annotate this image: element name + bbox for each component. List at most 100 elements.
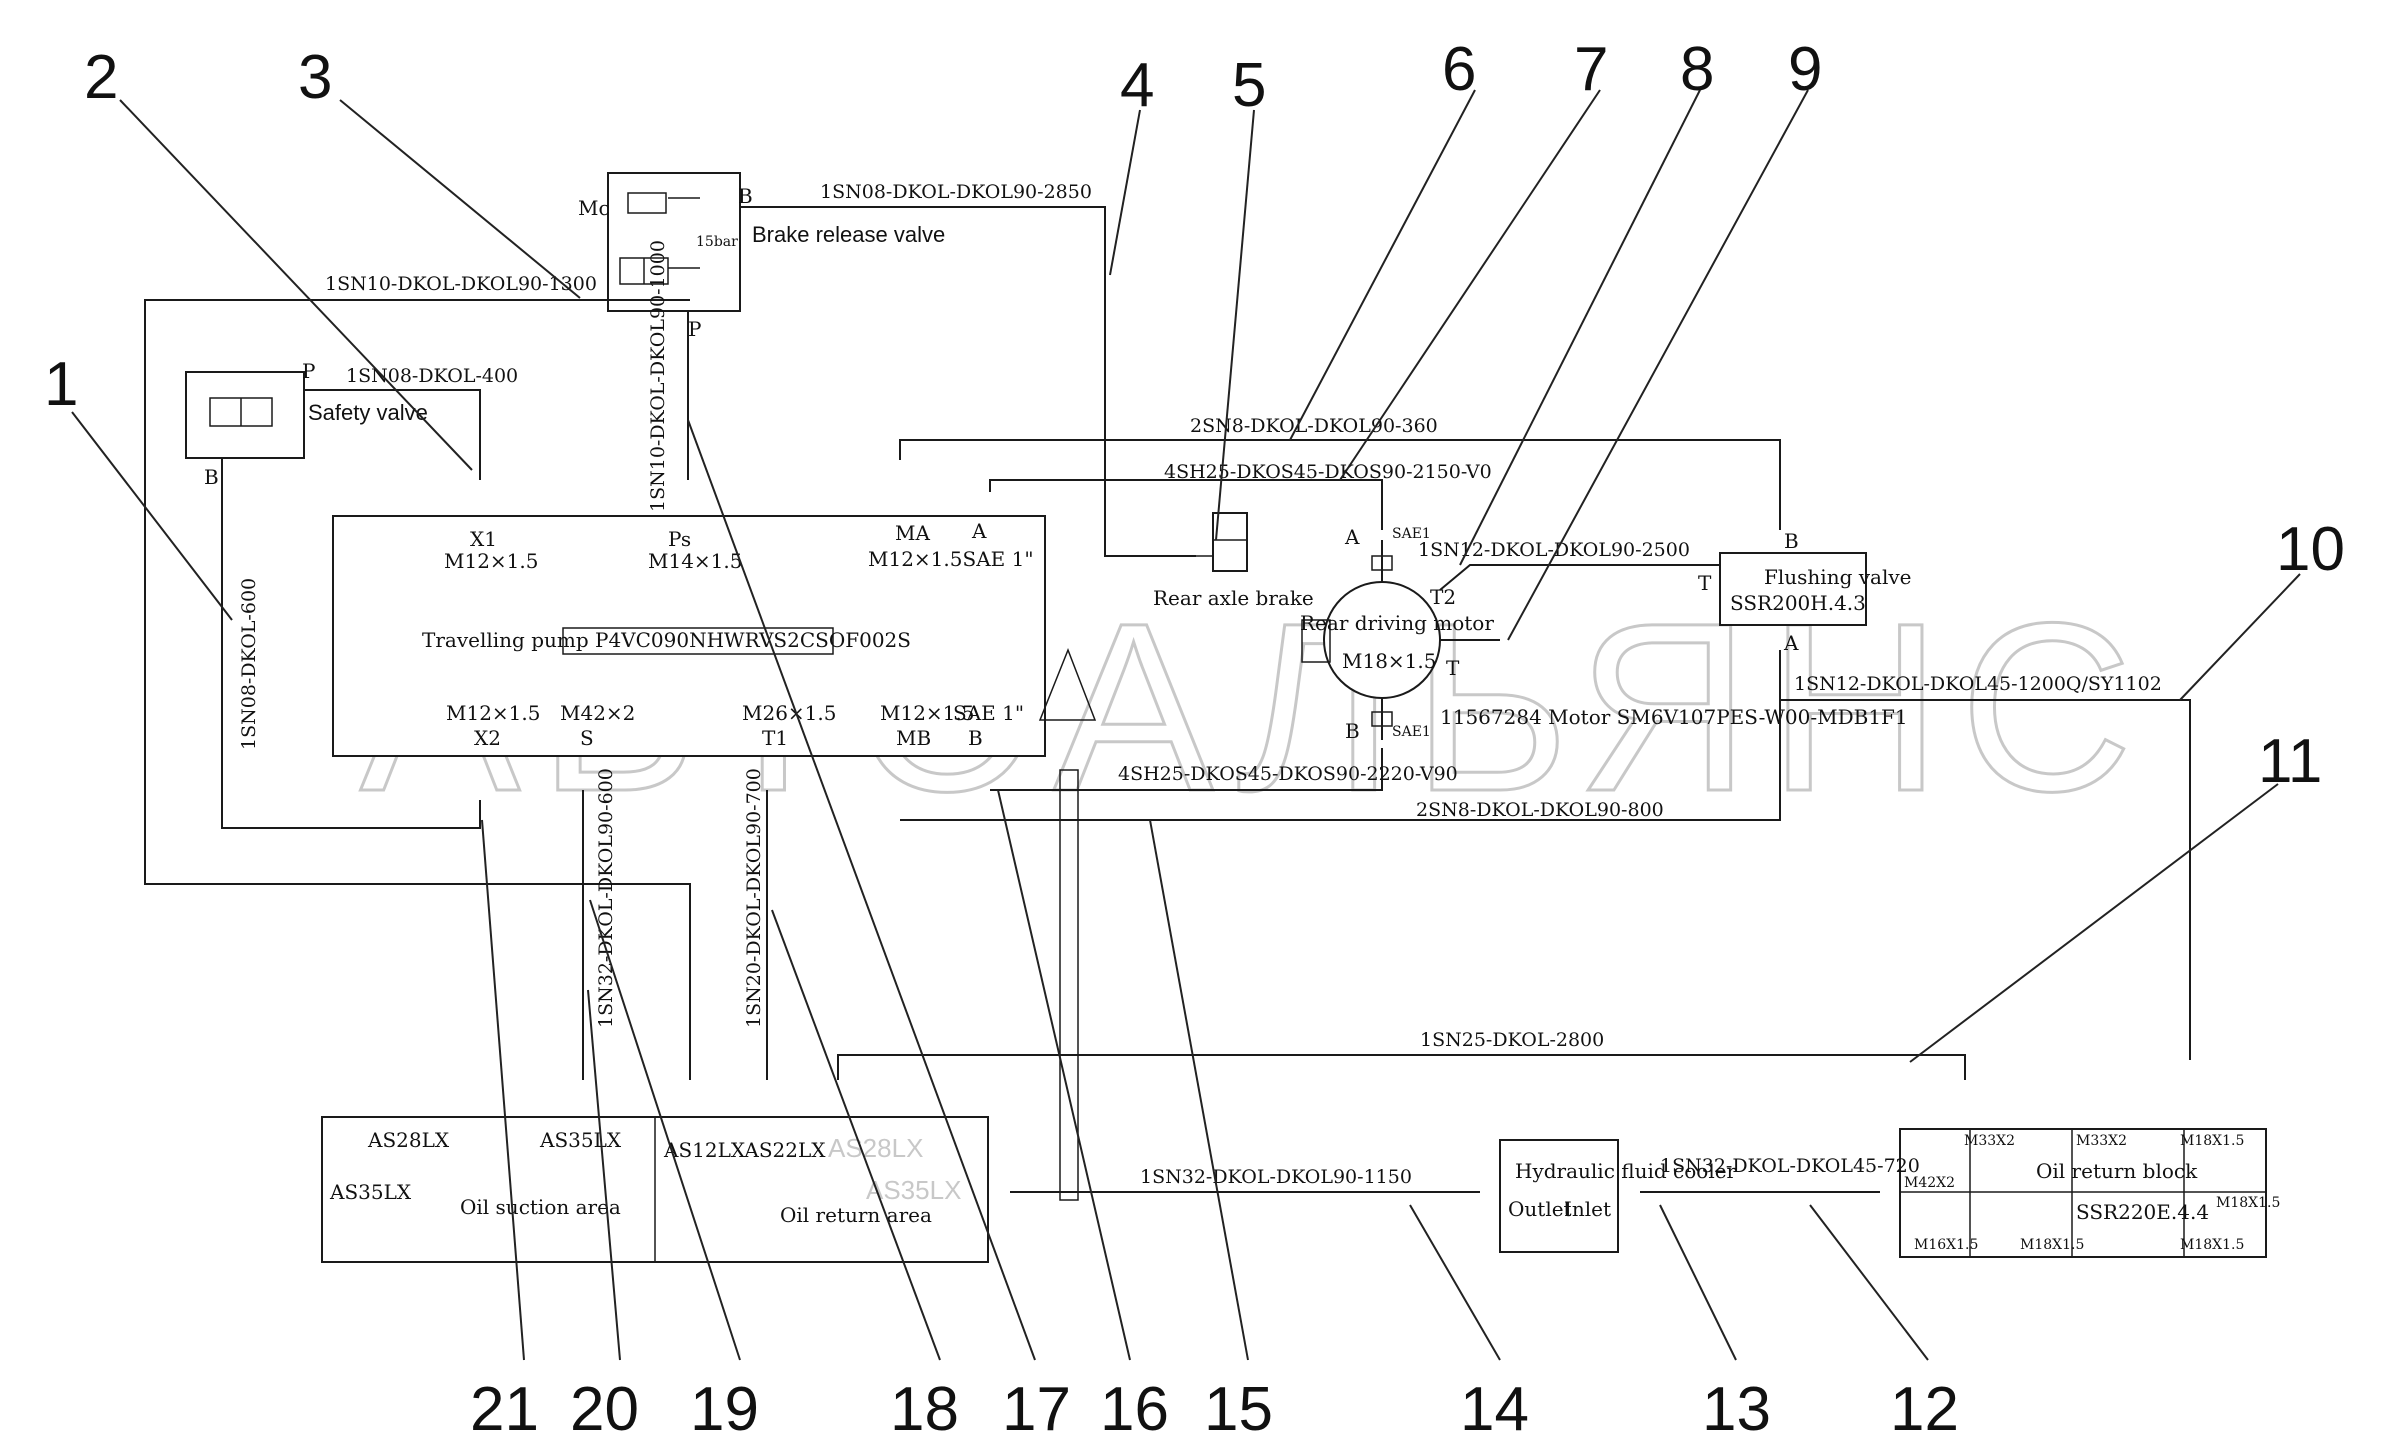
pump-port-mb-thread: M12×1.5 xyxy=(880,701,975,725)
pump-port-x1-thread: M12×1.5 xyxy=(444,549,539,573)
callout-leaders xyxy=(71,89,2301,1361)
callout-12: 12 xyxy=(1890,1375,1959,1441)
cooler-outlet: Outlet xyxy=(1508,1197,1572,1221)
hose-label-800: 2SN8-DKOL-DKOL90-800 xyxy=(1416,799,1664,821)
callout-9: 9 xyxy=(1788,35,1822,104)
tank-label-as35lx-side: AS35LX xyxy=(329,1180,412,1204)
return-block-port-7: M18X1.5 xyxy=(2020,1237,2084,1253)
callout-8: 8 xyxy=(1680,35,1714,104)
callout-11: 11 xyxy=(2258,727,2322,796)
safety-valve: P B Safety valve xyxy=(185,359,428,489)
oil-return-area: Oil return area xyxy=(780,1203,932,1227)
flushing-valve: Flushing valve SSR200H.4.3 T A B xyxy=(1698,529,1912,655)
motor-sae-top: SAE1 xyxy=(1392,526,1431,542)
return-block-port-6: M16X1.5 xyxy=(1914,1237,1978,1253)
tank-label-as35lx: AS35LX xyxy=(539,1128,622,1152)
return-block-model: SSR220E.4.4 xyxy=(2076,1200,2209,1224)
flushing-valve-model: SSR200H.4.3 xyxy=(1730,591,1866,615)
pump-port-ma-thread: M12×1.5SAE 1" xyxy=(868,547,1034,571)
callout-19: 19 xyxy=(690,1375,759,1441)
brake-valve-port-p: P xyxy=(688,317,701,341)
callout-16: 16 xyxy=(1100,1375,1169,1441)
flushing-valve-port-t: T xyxy=(1698,571,1712,595)
motor-port-t2: T2 xyxy=(1430,585,1456,609)
callout-20: 20 xyxy=(570,1375,639,1441)
callout-14: 14 xyxy=(1460,1375,1529,1441)
hose-label-2220: 4SH25-DKOS45-DKOS90-2220-V90 xyxy=(1118,763,1458,785)
tank-label-as28lx: AS28LX xyxy=(367,1128,450,1152)
hose-label-600-safety: 1SN08-DKOL-600 xyxy=(238,578,260,750)
hose-label-1000: 1SN10-DKOL-DKOL90-1000 xyxy=(647,240,669,512)
pump-port-x1: X1 xyxy=(470,527,497,551)
hose-label-2800: 1SN25-DKOL-2800 xyxy=(1420,1029,1604,1051)
pump-port-b: B xyxy=(968,726,983,750)
callout-21: 21 xyxy=(470,1375,539,1441)
hose-label-720: 1SN32-DKOL-DKOL45-720 xyxy=(1660,1155,1920,1177)
callout-1: 1 xyxy=(44,350,78,419)
return-block-port-1: M33X2 xyxy=(1964,1133,2015,1149)
hose-label-1150: 1SN32-DKOL-DKOL90-1150 xyxy=(1140,1166,1412,1188)
oil-return-block: Oil return block SSR220E.4.4 M33X2 M33X2… xyxy=(1899,1128,2280,1258)
pump-port-s: S xyxy=(580,726,594,750)
oil-tank: AS28LX AS35LX AS12LXAS22LX AS28LX AS35LX… xyxy=(321,1116,989,1263)
pump-port-t1-thread: M26×1.5 xyxy=(742,701,837,725)
hose-lines xyxy=(144,206,2191,1201)
brake-release-valve: Mc B 15bar P Brake release valve xyxy=(578,172,945,341)
pump-port-b-thread: SAE 1" xyxy=(953,701,1024,725)
brake-valve-pressure: 15bar xyxy=(696,234,738,250)
flushing-valve-port-a: A xyxy=(1783,631,1799,655)
callout-numbers: 1 2 3 4 5 6 7 8 9 10 11 12 13 14 15 16 1… xyxy=(44,35,2345,1441)
pump-port-s-thread: M42×2 xyxy=(560,701,635,725)
motor-port-b: B xyxy=(1345,719,1360,743)
hose-label-2500: 1SN12-DKOL-DKOL90-2500 xyxy=(1418,539,1690,561)
hose-labels: 1SN08-DKOL-DKOL90-2850 1SN10-DKOL-DKOL90… xyxy=(238,181,2162,1188)
rear-axle-brake-title: Rear axle brake xyxy=(1153,586,1314,610)
return-block-port-2: M33X2 xyxy=(2076,1133,2127,1149)
callout-6: 6 xyxy=(1442,35,1476,104)
safety-valve-title: Safety valve xyxy=(308,400,428,425)
hose-label-2150: 4SH25-DKOS45-DKOS90-2150-V0 xyxy=(1164,461,1492,483)
return-block-port-3: M18X1.5 xyxy=(2180,1133,2244,1149)
flushing-valve-title: Flushing valve xyxy=(1764,565,1912,589)
pump-port-ma: MA xyxy=(895,521,930,545)
callout-10: 10 xyxy=(2276,515,2345,584)
hose-label-360: 2SN8-DKOL-DKOL90-360 xyxy=(1190,415,1438,437)
flushing-valve-port-b: B xyxy=(1784,529,1799,553)
return-block-port-5: M18X1.5 xyxy=(2216,1195,2280,1211)
pump-port-a: A xyxy=(971,519,987,543)
safety-valve-port-b: B xyxy=(204,465,219,489)
pump-port-ps: Ps xyxy=(668,527,691,551)
rear-driving-motor-title: Rear driving motor xyxy=(1300,611,1494,635)
callout-4: 4 xyxy=(1120,51,1154,120)
rear-driving-motor: A B T T2 SAE1 SAE1 M18×1.5 Rear driving … xyxy=(1300,525,1908,743)
return-block-port-4: M42X2 xyxy=(1904,1175,1955,1191)
safety-valve-port-p: P xyxy=(302,359,315,383)
hose-label-1300: 1SN10-DKOL-DKOL90-1300 xyxy=(325,273,597,295)
cooler-inlet: Inlet xyxy=(1564,1197,1611,1221)
callout-15: 15 xyxy=(1204,1375,1273,1441)
callout-3: 3 xyxy=(298,43,332,112)
oil-suction-area: Oil suction area xyxy=(460,1195,621,1219)
travelling-pump-title: Travelling pump P4VC090NHWRVS2CSOF002S xyxy=(422,628,911,652)
motor-port-t: T xyxy=(1446,656,1460,680)
rear-driving-motor-model: 11567284 Motor SM6V107PES-W00-MDB1F1 xyxy=(1440,705,1908,729)
motor-thread: M18×1.5 xyxy=(1342,649,1437,673)
travelling-pump: Travelling pump P4VC090NHWRVS2CSOF002S X… xyxy=(332,515,1046,757)
tank-label-as12-as22: AS12LXAS22LX xyxy=(663,1138,826,1162)
brake-valve-port-mc: Mc xyxy=(578,196,610,220)
hose-label-700: 1SN20-DKOL-DKOL90-700 xyxy=(743,768,765,1028)
return-block-title: Oil return block xyxy=(2036,1159,2198,1183)
tank-label-as28lx-faded: AS28LX xyxy=(828,1133,923,1163)
callout-17: 17 xyxy=(1002,1375,1071,1441)
brake-release-valve-title: Brake release valve xyxy=(752,222,945,247)
hose-label-600-suction: 1SN32-DKOL-DKOL90-600 xyxy=(595,768,617,1028)
pump-port-x2: X2 xyxy=(474,726,501,750)
motor-sae-bottom: SAE1 xyxy=(1392,724,1431,740)
pump-port-ps-thread: M14×1.5 xyxy=(648,549,743,573)
tank-label-as35lx-faded: AS35LX xyxy=(866,1175,961,1205)
callout-18: 18 xyxy=(890,1375,959,1441)
hydraulic-fluid-cooler: Hydraulic fluid cooler Outlet Inlet xyxy=(1499,1139,1737,1253)
callout-2: 2 xyxy=(84,43,118,112)
return-block-port-8: M18X1.5 xyxy=(2180,1237,2244,1253)
